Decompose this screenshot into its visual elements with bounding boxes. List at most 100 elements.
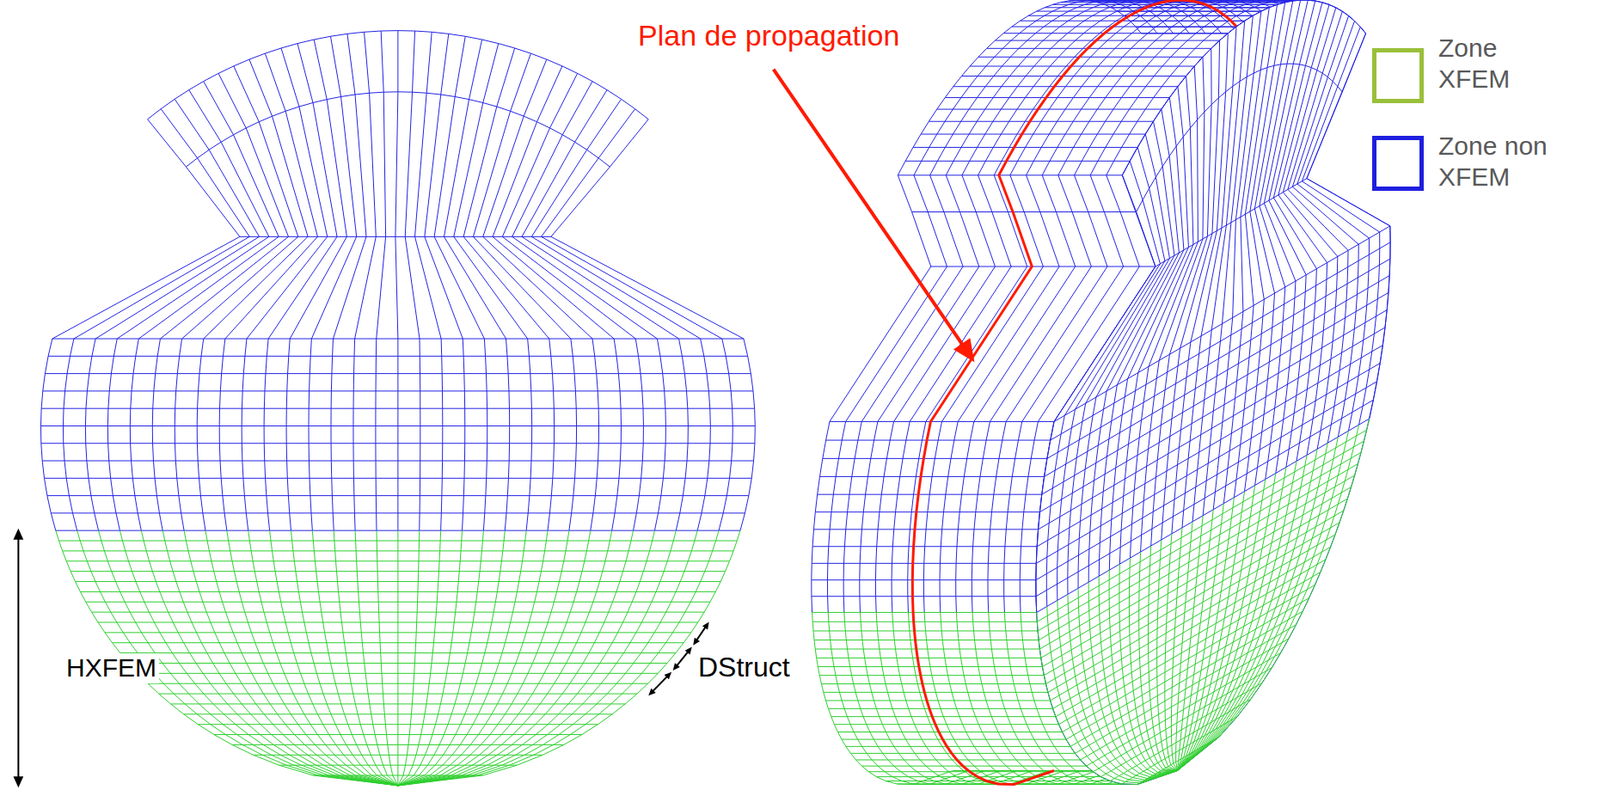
- plane-mesh-line: [241, 48, 328, 531]
- end-cap-mesh-line: [1301, 26, 1380, 425]
- end-cap-mesh-line: [1157, 539, 1178, 772]
- surface-mesh-line: [961, 75, 1186, 77]
- end-cap-mesh-line: [1151, 48, 1212, 546]
- end-cap-mesh-line: [1259, 0, 1301, 479]
- surface-mesh-line: [969, 66, 1195, 68]
- surface-mesh-line: [812, 612, 954, 785]
- surface-mesh-line: [819, 674, 1044, 676]
- plane-mesh-line: [308, 36, 357, 531]
- plane-mesh-line: [375, 30, 387, 531]
- end-cap-mesh-line: [1161, 40, 1220, 540]
- end-cap-mesh-line: [1192, 20, 1245, 522]
- end-cap-mesh-line: [1213, 11, 1262, 510]
- plane-mesh-line: [226, 530, 399, 786]
- surface-mesh-line: [905, 160, 1130, 162]
- plane-mesh-line: [443, 39, 509, 531]
- end-cap-mesh-line: [1282, 7, 1337, 449]
- plane-mesh-line: [376, 530, 399, 786]
- arrow-head: [692, 637, 700, 646]
- surface-mesh-line: [812, 612, 1037, 614]
- plane-mesh-line: [174, 66, 299, 531]
- spacing-arrow: [651, 674, 669, 693]
- surface-mesh-line: [841, 739, 1067, 741]
- surface-mesh-line: [928, 121, 1153, 123]
- arrow-head: [12, 776, 24, 788]
- plane-mesh-line: [312, 530, 399, 786]
- dimension-arrow: [17, 534, 19, 782]
- end-cap-mesh-line: [1297, 20, 1370, 431]
- plane-mesh-line: [424, 33, 466, 531]
- surface-mesh-line: [831, 716, 1056, 718]
- plane-mesh-line: [398, 530, 463, 786]
- plane-mesh-line: [205, 530, 399, 786]
- surface-mesh-line: [816, 657, 1042, 659]
- end-cap-mesh-line: [1233, 4, 1277, 497]
- surface-mesh-line: [812, 545, 1037, 547]
- surface-mesh-line: [1044, 6, 1269, 8]
- annotation-arrows: [12, 69, 975, 789]
- surface-mesh-line: [845, 746, 1071, 748]
- arrow-head: [953, 337, 975, 362]
- plane-mesh-line: [140, 530, 399, 786]
- surface-mesh-line: [833, 723, 1059, 725]
- surface-mesh-line: [817, 494, 1043, 496]
- surface-mesh-line: [937, 109, 1162, 111]
- surface-mesh-line: [811, 579, 1037, 581]
- end-cap-mesh-line: [1088, 582, 1178, 778]
- surface-mesh-line: [953, 85, 1178, 87]
- end-cap-mesh-line: [1268, 0, 1316, 467]
- end-cap-mesh-line: [1036, 175, 1156, 614]
- plane-mesh-line: [263, 43, 338, 532]
- plane-mesh-line: [286, 39, 347, 531]
- plane-mesh-line: [415, 31, 443, 531]
- surface-mesh-line: [994, 40, 1220, 42]
- surface-mesh-line: [1028, 15, 1253, 17]
- surface-mesh-line: [861, 766, 1086, 767]
- plane-mesh-line: [397, 530, 399, 786]
- end-cap-mesh-line: [1292, 15, 1359, 437]
- plane-mesh-line: [398, 530, 741, 786]
- end-cap-face: [1036, 0, 1391, 785]
- plane-mesh-line: [492, 66, 621, 531]
- end-cap-mesh-line: [1078, 121, 1175, 589]
- end-cap-mesh-line: [1119, 76, 1193, 565]
- plane-mesh-line: [521, 90, 688, 532]
- surface-mesh-line: [913, 147, 1138, 148]
- plane-mesh-line: [531, 98, 711, 531]
- plane-mesh-line: [40, 119, 240, 531]
- surface-mesh-line: [860, 612, 1002, 785]
- end-cap-mesh-line: [1098, 98, 1184, 577]
- plane-mesh-line: [107, 90, 269, 532]
- spacing-arrow: [675, 649, 690, 668]
- dimension-label: DStruct: [698, 651, 791, 684]
- dimension-label: HXFEM: [63, 653, 160, 684]
- end-cap-mesh-line: [1109, 86, 1189, 571]
- plane-mesh-line: [453, 43, 533, 532]
- end-cap-mesh-line: [1140, 56, 1205, 552]
- surface-mesh-line: [986, 48, 1212, 50]
- surface-mesh-line: [817, 666, 1043, 668]
- surface-mesh-line: [1003, 32, 1228, 34]
- surface-mesh-line: [812, 621, 1037, 623]
- plane-mesh-line: [398, 530, 527, 786]
- surface-mesh-line: [978, 56, 1203, 58]
- plane-mesh-line: [404, 30, 421, 531]
- surface-mesh-line: [868, 771, 1093, 773]
- end-cap-mesh-line: [1278, 4, 1330, 455]
- plane-mesh-line: [333, 530, 399, 786]
- surface-mesh-line: [897, 174, 1122, 176]
- plane-mesh-line: [434, 36, 488, 531]
- surface-mesh-line: [850, 753, 1075, 755]
- plane-mesh-line: [398, 530, 676, 786]
- surface-mesh-line: [920, 134, 1146, 135]
- plane-mesh-line: [398, 530, 548, 786]
- mesh-illustration: [12, 0, 1391, 788]
- end-cap-mesh-line: [1177, 509, 1214, 772]
- volume-mesh: [811, 0, 1391, 785]
- surface-mesh-line: [885, 780, 1110, 782]
- end-cap-mesh-line: [1263, 0, 1308, 473]
- plane-mesh-line: [85, 98, 259, 531]
- end-cap-mesh-line: [1177, 454, 1307, 771]
- surface-mesh-line: [1011, 26, 1237, 28]
- surface-mesh-line: [814, 639, 1039, 641]
